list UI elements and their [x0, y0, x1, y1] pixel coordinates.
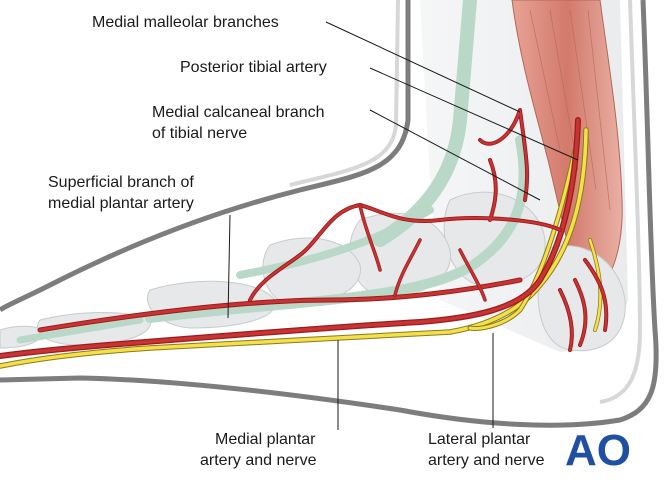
- leader-posterior-tibial: [369, 67, 579, 161]
- label-medial-calcaneal-line2: of tibial nerve: [152, 125, 247, 142]
- muscle-striations: [529, 9, 611, 211]
- leader-medial-calcaneal: [369, 109, 541, 201]
- label-medial-plantar-line1: Medial plantar: [215, 431, 316, 448]
- label-superficial-branch-line1: Superficial branch of: [48, 174, 194, 191]
- skin-outline-inner: [289, 0, 643, 404]
- leader-lines: [227, 21, 579, 430]
- label-medial-calcaneal-line1: Medial calcaneal branch: [152, 104, 325, 121]
- arteries: [0, 108, 609, 359]
- leader-superficial-branch: [227, 214, 231, 319]
- label-lateral-plantar-line2: artery and nerve: [428, 452, 545, 469]
- label-superficial-branch-line2: medial plantar artery: [48, 195, 194, 212]
- label-lateral-plantar-line1: Lateral plantar: [428, 431, 531, 448]
- label-posterior-tibial: Posterior tibial artery: [180, 59, 327, 76]
- skin-outline-outer: [0, 0, 659, 428]
- leader-medial-malleolar: [325, 21, 521, 113]
- label-medial-malleolar: Medial malleolar branches: [92, 14, 279, 31]
- label-medial-plantar-line2: artery and nerve: [200, 452, 317, 469]
- ao-logo: AO: [565, 426, 631, 475]
